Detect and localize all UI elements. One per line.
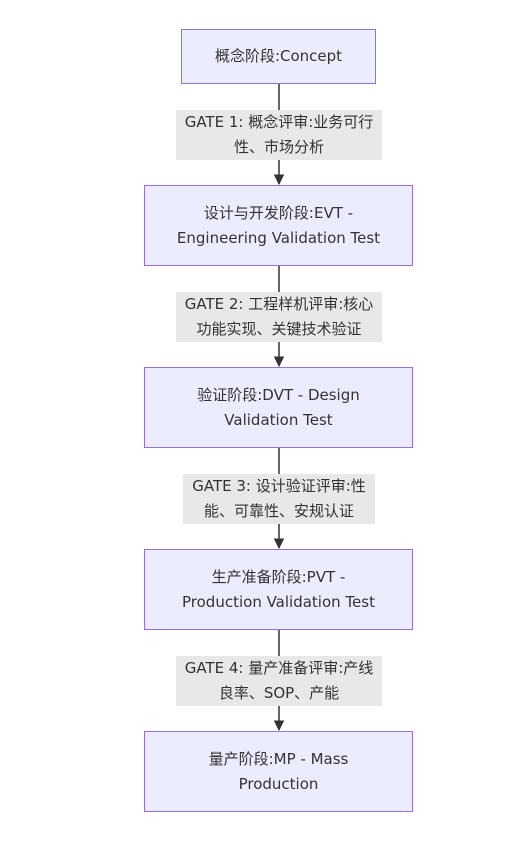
node-evt-label: 设计与开发阶段:EVT - Engineering Validation Tes… (176, 203, 381, 247)
gate-label-1: GATE 1: 概念评审:业务可行 性、市场分析 (176, 110, 382, 160)
node-pvt: 生产准备阶段:PVT - Production Validation Test (144, 549, 413, 630)
gate-2-text: GATE 2: 工程样机评审:核心 功能实现、关键技术验证 (184, 295, 374, 338)
node-evt: 设计与开发阶段:EVT - Engineering Validation Tes… (144, 185, 413, 266)
node-mp-label: 量产阶段:MP - Mass Production (208, 749, 349, 793)
gate-label-4: GATE 4: 量产准备评审:产线 良率、SOP、产能 (176, 656, 382, 706)
gate-label-3: GATE 3: 设计验证评审:性 能、可靠性、安规认证 (183, 474, 375, 524)
gate-4-text: GATE 4: 量产准备评审:产线 良率、SOP、产能 (184, 659, 374, 702)
node-dvt: 验证阶段:DVT - Design Validation Test (144, 367, 413, 448)
node-concept-label: 概念阶段:Concept (214, 47, 343, 65)
node-mp: 量产阶段:MP - Mass Production (144, 731, 413, 812)
gate-3-text: GATE 3: 设计验证评审:性 能、可靠性、安规认证 (192, 477, 366, 520)
node-concept: 概念阶段:Concept (181, 29, 376, 84)
gate-label-2: GATE 2: 工程样机评审:核心 功能实现、关键技术验证 (176, 292, 382, 342)
node-dvt-label: 验证阶段:DVT - Design Validation Test (197, 385, 360, 429)
node-pvt-label: 生产准备阶段:PVT - Production Validation Test (182, 567, 375, 611)
gate-1-text: GATE 1: 概念评审:业务可行 性、市场分析 (184, 113, 374, 156)
